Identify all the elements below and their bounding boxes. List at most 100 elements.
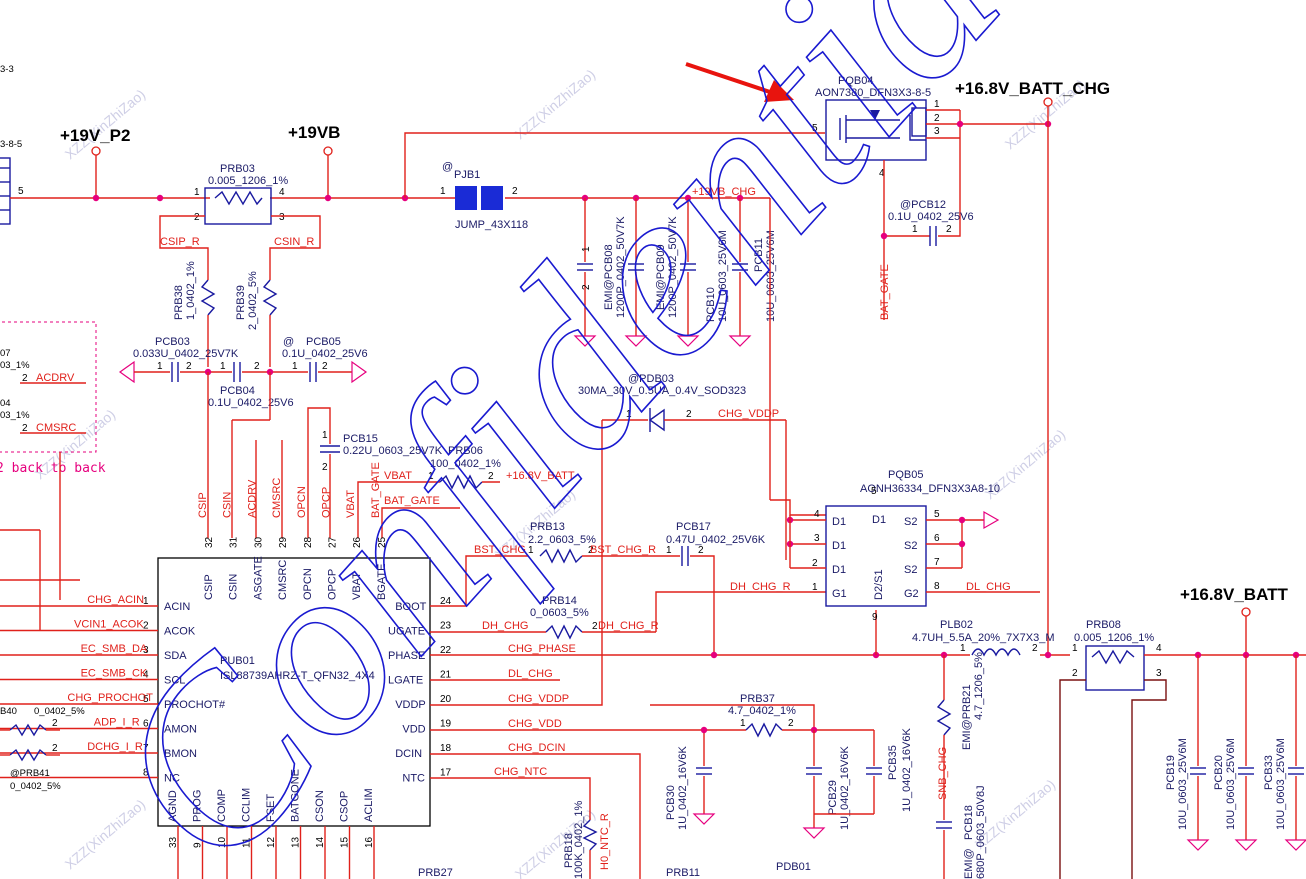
ic-pin-name: CSOP bbox=[339, 791, 351, 822]
svg-text:10U_0603_25V6M: 10U_0603_25V6M bbox=[1225, 738, 1237, 830]
svg-text:PRB11: PRB11 bbox=[666, 867, 700, 879]
svg-text:CHG_VDDP: CHG_VDDP bbox=[718, 408, 779, 420]
mosfet-pin-name: S2 bbox=[904, 540, 917, 552]
ic-pin-number: 7 bbox=[143, 743, 149, 754]
ic-pin-name: BATGONE bbox=[290, 769, 302, 822]
ic-pin-number: 21 bbox=[440, 670, 452, 681]
svg-text:ACDRV: ACDRV bbox=[36, 372, 75, 384]
ic-pin-name: DCIN bbox=[395, 748, 422, 760]
ic-pin-name: LGATE bbox=[388, 675, 423, 687]
svg-text:PQB05: PQB05 bbox=[888, 469, 923, 481]
svg-text:D1: D1 bbox=[872, 514, 886, 526]
svg-text:0.47U_0402_25V6K: 0.47U_0402_25V6K bbox=[666, 534, 766, 546]
ic-pin-name: BOOT bbox=[395, 601, 426, 613]
svg-text:1U_0402_16V6K: 1U_0402_16V6K bbox=[677, 746, 689, 830]
svg-text:2: 2 bbox=[581, 284, 592, 290]
svg-text:10U_0603_25V6M: 10U_0603_25V6M bbox=[1275, 738, 1287, 830]
ic-pin-net: BAT_GATE bbox=[370, 462, 382, 518]
rail-label-19v-p2: +19V_P2 bbox=[60, 126, 130, 145]
ic-pin-number: 24 bbox=[440, 596, 452, 607]
svg-text:VBAT: VBAT bbox=[384, 470, 412, 482]
ic-pin-number: 20 bbox=[440, 694, 452, 705]
ic-pin-number: 32 bbox=[204, 536, 215, 548]
ic-pin-number: 17 bbox=[440, 768, 452, 779]
ic-pin-net: CHG_ACIN bbox=[87, 594, 144, 606]
svg-text:5: 5 bbox=[18, 186, 24, 197]
svg-text:DL_CHG: DL_CHG bbox=[508, 668, 553, 680]
svg-text:2: 2 bbox=[698, 545, 704, 556]
svg-text:2: 2 bbox=[186, 361, 192, 372]
ic-pin-number: 33 bbox=[168, 836, 179, 848]
ic-pin-name: BMON bbox=[164, 748, 197, 760]
svg-text:4: 4 bbox=[279, 187, 285, 198]
ic-pin-number: 9 bbox=[193, 842, 204, 848]
ic-pin-net: CMSRC bbox=[271, 478, 283, 518]
svg-text:DL_CHG: DL_CHG bbox=[966, 581, 1011, 593]
svg-text:100K_0402_1%: 100K_0402_1% bbox=[573, 800, 585, 879]
ic-pin-name: UGATE bbox=[388, 626, 425, 638]
ic-pin-number: 3 bbox=[143, 645, 149, 656]
svg-text:B40: B40 bbox=[0, 706, 17, 717]
ic-pin-number: 16 bbox=[364, 836, 375, 848]
svg-text:1200P_0402_50V7K: 1200P_0402_50V7K bbox=[615, 216, 627, 318]
svg-text:0.005_1206_1%: 0.005_1206_1% bbox=[208, 175, 288, 187]
ic-pin-net: ADP_I_R bbox=[94, 717, 140, 729]
ic-pin-name: NTC bbox=[402, 773, 425, 785]
ic-pin-name: PROG bbox=[192, 790, 204, 822]
ic-pin-name: PROCHOT# bbox=[164, 699, 226, 711]
rail-label-19vb: +19VB bbox=[288, 123, 340, 142]
svg-text:PCB29: PCB29 bbox=[827, 780, 839, 815]
ic-pin-name: VBAT bbox=[351, 572, 363, 600]
ic-pin-name: CSIP bbox=[203, 574, 215, 600]
svg-text:0.1U_0402_25V6: 0.1U_0402_25V6 bbox=[282, 348, 368, 360]
ic-pin-number: 2 bbox=[143, 621, 149, 632]
svg-text:2: 2 bbox=[194, 212, 200, 223]
pcb15-prb06: 1 2 PCB15 0.22U_0603_25V7K PRB06 100_040… bbox=[307, 407, 575, 538]
svg-text:DH_CHG_R: DH_CHG_R bbox=[598, 620, 659, 632]
svg-text:PRB13: PRB13 bbox=[530, 521, 565, 533]
svg-text:PCB17: PCB17 bbox=[676, 521, 711, 533]
svg-text:1: 1 bbox=[581, 246, 592, 252]
pjb1-jumper: @ PJB1 1 2 JUMP_43X118 bbox=[440, 161, 528, 231]
ic-pin-name: NC bbox=[164, 773, 180, 785]
svg-text:2: 2 bbox=[1072, 668, 1078, 679]
ic-pin-number: 27 bbox=[328, 536, 339, 548]
svg-text:2: 2 bbox=[934, 113, 940, 124]
ic-pin-number: 8 bbox=[143, 768, 149, 779]
rail-label-batt: +16.8V_BATT bbox=[1180, 585, 1288, 604]
svg-text:2: 2 bbox=[812, 558, 818, 569]
svg-text:0_0603_5%: 0_0603_5% bbox=[530, 607, 589, 619]
ic-pin-net: DCHG_I_R bbox=[87, 741, 143, 753]
svg-text:3: 3 bbox=[1156, 668, 1162, 679]
svg-text:4.7UH_5.5A_20%_7X7X3_M: 4.7UH_5.5A_20%_7X7X3_M bbox=[912, 632, 1054, 644]
svg-text:DH_CHG: DH_CHG bbox=[482, 620, 528, 632]
watermark-text: XZZ(XinZhiZao) bbox=[512, 66, 599, 142]
svg-text:D2/S1: D2/S1 bbox=[873, 569, 885, 600]
svg-text:0.22U_0603_25V7K: 0.22U_0603_25V7K bbox=[343, 445, 443, 457]
svg-text:4.7_1206_5%: 4.7_1206_5% bbox=[973, 652, 985, 720]
svg-text:CHG_DCIN: CHG_DCIN bbox=[508, 742, 566, 754]
ic-pin-net: VBAT bbox=[345, 490, 357, 518]
svg-text:PCB10: PCB10 bbox=[705, 287, 717, 322]
svg-text:1U_0402_16V6K: 1U_0402_16V6K bbox=[839, 746, 851, 830]
ic-top-nets bbox=[207, 372, 283, 538]
svg-text:AON7380_DFN3X3-8-5: AON7380_DFN3X3-8-5 bbox=[815, 87, 931, 99]
svg-text:1: 1 bbox=[322, 430, 328, 441]
ic-pin-name: AMON bbox=[164, 724, 197, 736]
svg-text:BAT_GATE: BAT_GATE bbox=[384, 495, 440, 507]
ic-pin-number: 6 bbox=[143, 719, 149, 730]
svg-text:5: 5 bbox=[812, 123, 818, 134]
input-capacitor-bank: +19VB_CHG 1 2 EMI@PCB08 1200P_0402_50V7K bbox=[573, 186, 826, 516]
svg-text:1: 1 bbox=[157, 361, 163, 372]
svg-text:1_0402_1%: 1_0402_1% bbox=[185, 261, 197, 320]
ic-pin-net: OPCN bbox=[296, 486, 308, 518]
ic-pin-name: ACLIM bbox=[363, 788, 375, 822]
svg-text:9: 9 bbox=[872, 612, 878, 623]
ic-pin-number: 28 bbox=[303, 536, 314, 548]
ic-pin-name: BGATE bbox=[376, 564, 388, 600]
svg-text:EMI@PCB09: EMI@PCB09 bbox=[655, 244, 667, 310]
rail-label-batt-chg: +16.8V_BATT_CHG bbox=[955, 79, 1110, 98]
svg-text:2: 2 bbox=[1032, 643, 1038, 654]
ic-pin-number: 30 bbox=[253, 536, 264, 548]
